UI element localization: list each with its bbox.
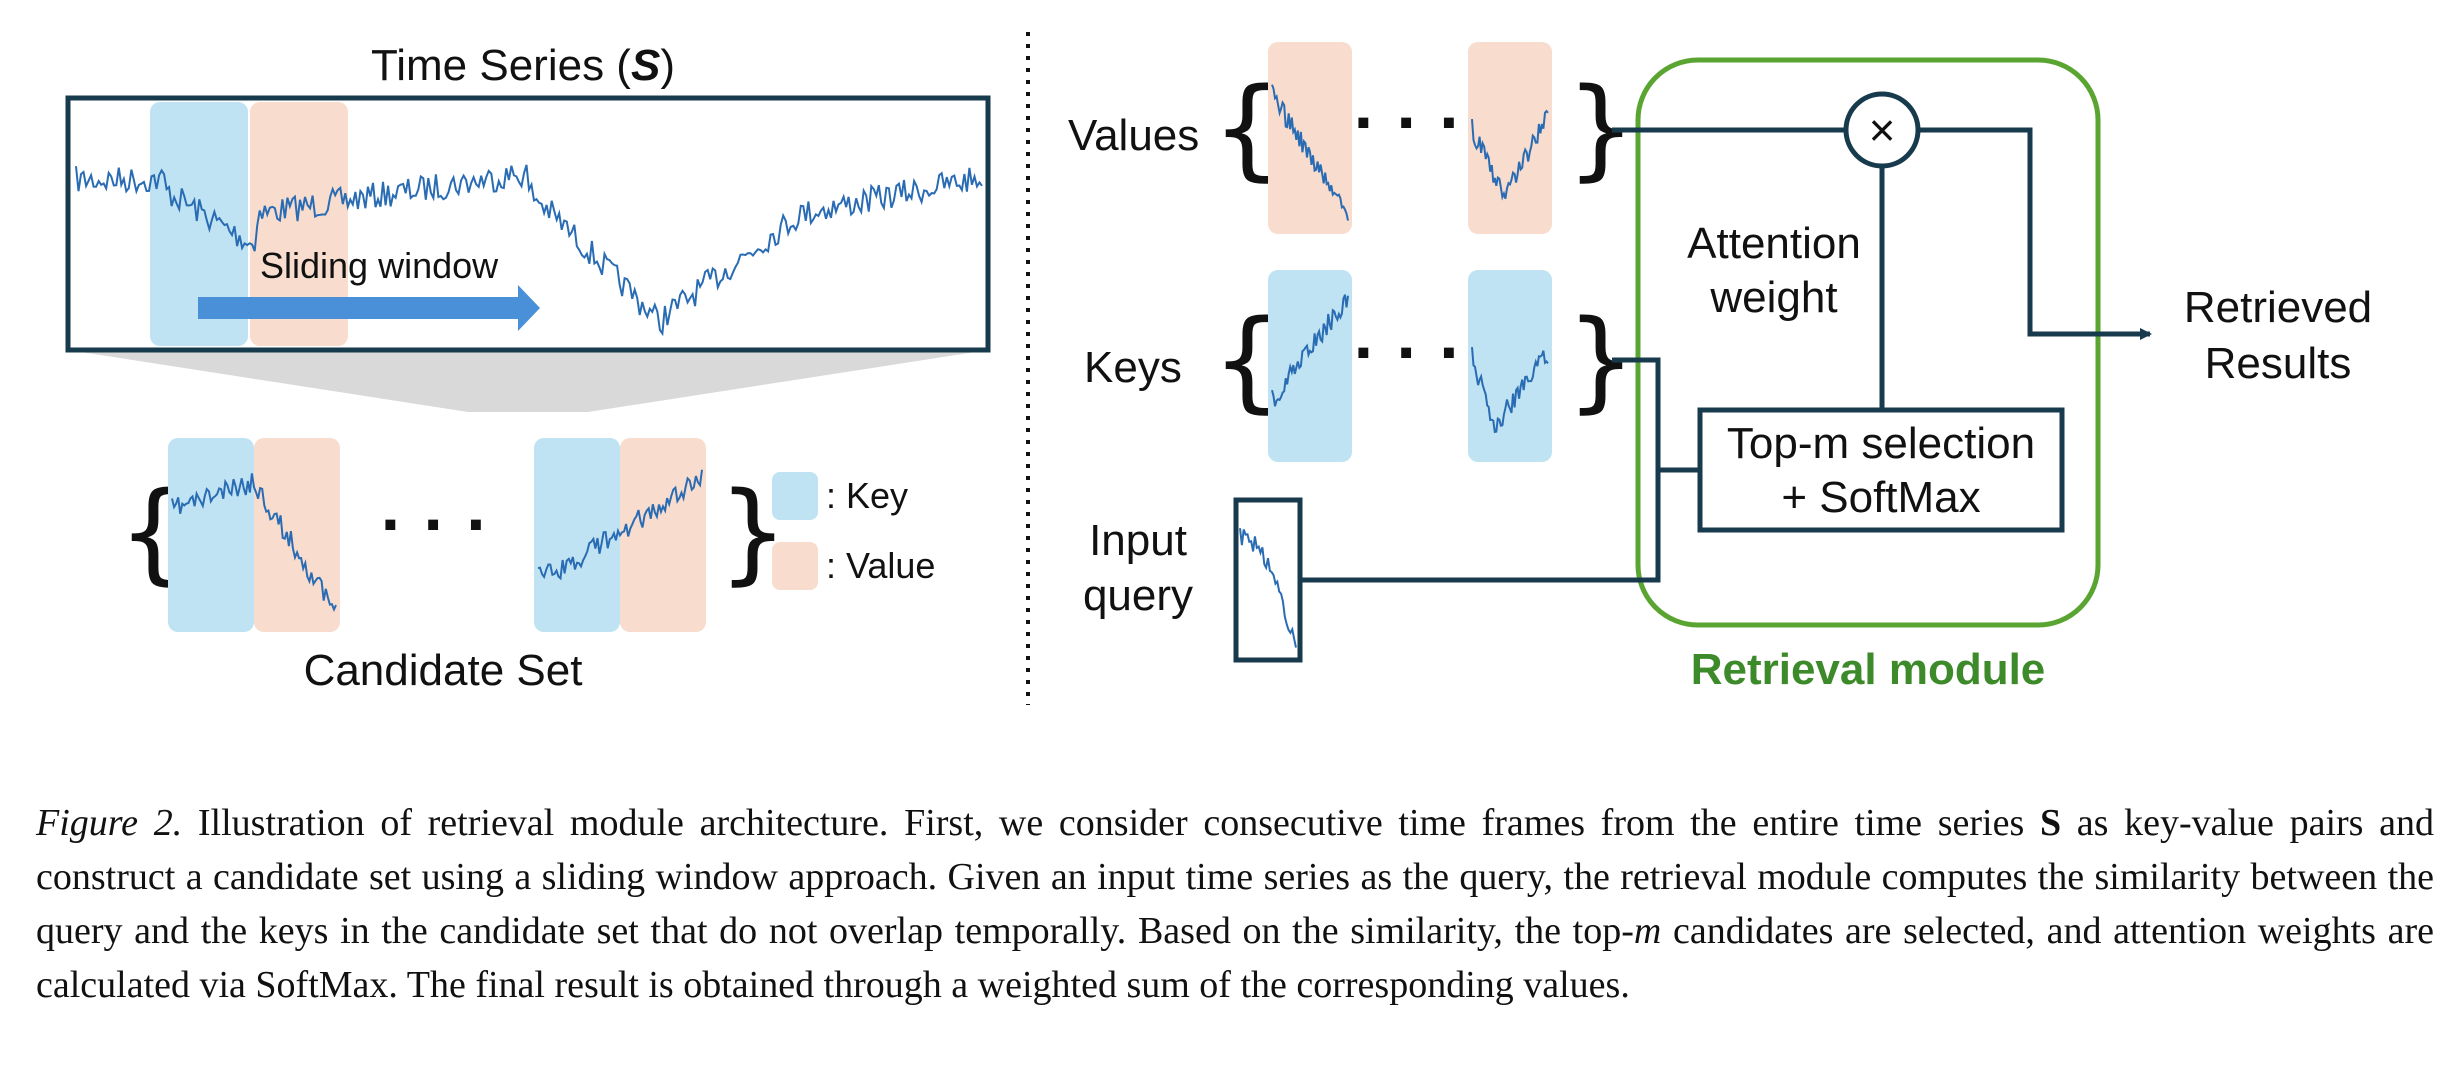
topm-label-line1: Top-m selection bbox=[1727, 419, 2035, 468]
time-series-line bbox=[75, 164, 983, 337]
candidate-2-value bbox=[620, 438, 706, 632]
candidate-ellipsis: · · · bbox=[381, 485, 490, 563]
legend-key-swatch bbox=[772, 472, 818, 520]
candidate-1-series bbox=[171, 473, 337, 613]
caption-text-1: Illustration of retrieval module archite… bbox=[182, 802, 2040, 844]
values-label: Values bbox=[1068, 111, 1199, 160]
value-item-1-series bbox=[1271, 84, 1349, 221]
key-item-1-series bbox=[1271, 294, 1349, 407]
topm-softmax-box bbox=[1697, 407, 2065, 533]
candidate-1-value bbox=[254, 438, 340, 632]
input-query-label: Input bbox=[1089, 516, 1187, 565]
input-query-label-2: query bbox=[1083, 571, 1193, 620]
value-item-1 bbox=[1268, 42, 1352, 234]
candidate-set-label: Candidate Set bbox=[304, 646, 583, 695]
legend-key-label: : Key bbox=[826, 475, 908, 516]
multiply-node bbox=[1843, 91, 1921, 169]
value-item-2 bbox=[1468, 42, 1552, 234]
retrieved-results-label: Retrieved bbox=[2184, 283, 2372, 332]
keys-ellipsis: · · · bbox=[1354, 313, 1463, 391]
key-item-2 bbox=[1468, 270, 1552, 462]
legend-value-label: : Value bbox=[826, 545, 935, 586]
candidate-1-key bbox=[168, 438, 254, 632]
projection-shadow bbox=[68, 350, 988, 412]
legend-value-swatch bbox=[772, 542, 818, 590]
caption-text-2: as key-value pairs and construct a candi… bbox=[36, 802, 2434, 952]
topm-label-line2: + SoftMax bbox=[1781, 473, 1980, 522]
candidate-2-series bbox=[537, 469, 703, 581]
caption-text-3: candidates are selected, and attention w… bbox=[36, 910, 2434, 1006]
key-window bbox=[150, 102, 248, 346]
retrieval-module-label: Retrieval module bbox=[1691, 645, 2046, 694]
sliding-window-label: Sliding window bbox=[260, 245, 499, 286]
retrieval-module-box bbox=[1635, 57, 2101, 628]
attention-weight-label-2: weight bbox=[1709, 273, 1837, 322]
left-panel: Time Series (S) Sliding window { · · · }… bbox=[65, 41, 991, 695]
input-query-box bbox=[1233, 497, 1303, 663]
figure-caption: Figure 2. Illustration of retrieval modu… bbox=[36, 796, 2434, 1012]
right-panel: Retrieval module Values { · · · } Keys {… bbox=[1068, 42, 2372, 694]
retrieved-results-label-2: Results bbox=[2205, 339, 2352, 388]
multiply-symbol: × bbox=[1869, 104, 1896, 156]
figure-number: Figure 2. bbox=[36, 802, 183, 844]
caption-symbol-s: S bbox=[2039, 802, 2062, 844]
sliding-window-arrow bbox=[198, 285, 540, 331]
values-ellipsis: · · · bbox=[1354, 83, 1463, 161]
value-window bbox=[250, 102, 348, 346]
key-item-2-series bbox=[1471, 347, 1549, 434]
input-query-series bbox=[1239, 528, 1297, 648]
keys-label: Keys bbox=[1084, 343, 1182, 392]
candidate-2-key bbox=[534, 438, 620, 632]
attention-weight-label: Attention bbox=[1687, 219, 1861, 268]
time-series-title: Time Series (S) bbox=[371, 41, 675, 90]
caption-symbol-m: m bbox=[1633, 910, 1662, 952]
key-item-1 bbox=[1268, 270, 1352, 462]
value-item-2-series bbox=[1471, 109, 1549, 201]
connectors bbox=[1302, 127, 2152, 583]
